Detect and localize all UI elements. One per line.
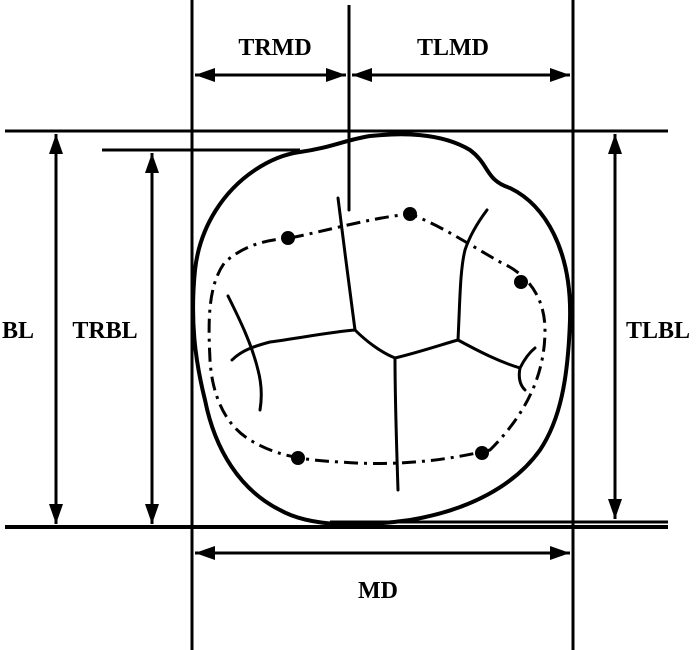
trbl-label: TRBL [72,318,137,344]
mesial-groove [230,328,357,362]
tlbl-label: TLBL [626,318,690,344]
distobuccal-groove [456,208,489,342]
distal-cusp-tip [514,275,528,289]
tlmd-label: TLMD [417,35,489,61]
buccal-groove [336,196,357,332]
mesial-marginal-groove [226,294,263,412]
central-groove-segment [353,328,397,360]
md-label: MD [358,578,398,604]
bl-label: BL [2,318,34,344]
distal-groove-branch-b [518,346,537,370]
distobuccal-cusp-tip [403,207,417,221]
trmd-label: TRMD [238,35,311,61]
distal-groove-branch-a [517,366,527,392]
distal-central-groove [393,338,460,360]
distolingual-cusp-tip [475,446,489,460]
distal-groove [456,338,522,370]
cusp-dashed-outline [207,212,547,465]
tooth-crown-outline [191,132,573,527]
lingual-groove [393,356,400,492]
mesiobuccal-cusp-tip [281,231,295,245]
mesiolingual-cusp-tip [291,451,305,465]
